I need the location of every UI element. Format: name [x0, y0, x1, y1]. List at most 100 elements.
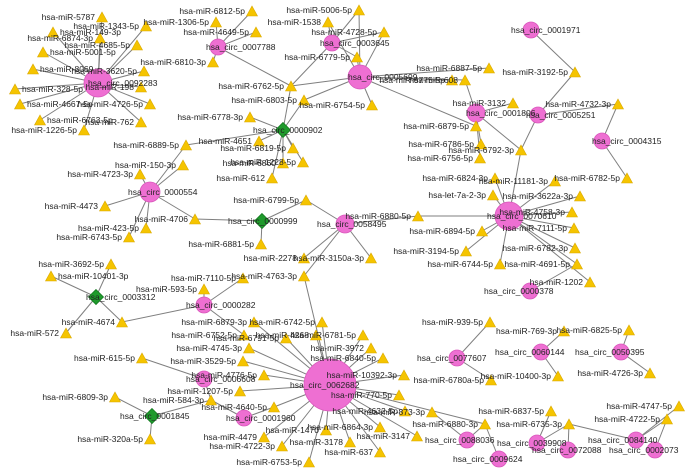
- mirna-node-m6879a[interactable]: [469, 120, 483, 132]
- mirna-node-m6894[interactable]: [475, 225, 489, 237]
- hub-circrna-node-h0999[interactable]: [253, 212, 271, 230]
- mirna-node-m6756[interactable]: [473, 152, 487, 164]
- mirna-node-m1228[interactable]: [296, 156, 310, 168]
- mirna-node-m6753[interactable]: [302, 456, 316, 468]
- mirna-node-m6874[interactable]: [93, 32, 107, 44]
- mirna-node-m1202[interactable]: [583, 276, 597, 288]
- mirna-node-m6810[interactable]: [206, 56, 220, 68]
- mirna-node-m6743[interactable]: [122, 231, 136, 243]
- circrna-node-c1971[interactable]: [522, 21, 540, 39]
- mirna-node-mlet7a[interactable]: [486, 189, 500, 201]
- mirna-node-m3178[interactable]: [343, 436, 357, 448]
- mirna-node-m1226[interactable]: [77, 124, 91, 136]
- mirna-node-m6799[interactable]: [299, 194, 313, 206]
- mirna-node-m769[interactable]: [557, 325, 571, 337]
- mirna-node-m4776[interactable]: [257, 369, 271, 381]
- mirna-node-m10392[interactable]: [397, 369, 411, 381]
- mirna-node-m423[interactable]: [139, 222, 153, 234]
- mirna-node-m6864[interactable]: [373, 421, 387, 433]
- mirna-node-m6819[interactable]: [286, 142, 300, 154]
- mirna-node-m328[interactable]: [8, 83, 22, 95]
- circrna-node-c3645[interactable]: [323, 34, 341, 52]
- mirna-node-m6824[interactable]: [488, 172, 502, 184]
- mirna-node-m4640[interactable]: [267, 401, 281, 413]
- circrna-node-c4140[interactable]: [627, 431, 645, 449]
- mirna-node-m7111[interactable]: [567, 222, 581, 234]
- mirna-node-m6881[interactable]: [254, 238, 268, 250]
- mirna-node-m1470[interactable]: [319, 424, 333, 436]
- mirna-node-m873[interactable]: [425, 406, 439, 418]
- circrna-node-c7788[interactable]: [209, 38, 227, 56]
- mirna-node-m10401[interactable]: [44, 270, 58, 282]
- circrna-node-c0554[interactable]: [139, 181, 161, 203]
- mirna-node-m4473[interactable]: [98, 200, 112, 212]
- mirna-node-m6763[interactable]: [33, 114, 47, 126]
- circrna-node-c9624[interactable]: [490, 450, 508, 468]
- mirna-node-m3620[interactable]: [137, 65, 151, 77]
- mirna-node-m6780[interactable]: [484, 374, 498, 386]
- mirna-node-m5001[interactable]: [36, 46, 50, 58]
- mirna-node-m615[interactable]: [135, 352, 149, 364]
- mirna-node-m584[interactable]: [204, 394, 218, 406]
- circrna-node-c2073[interactable]: [646, 441, 664, 459]
- circrna-node-c4315[interactable]: [593, 132, 611, 150]
- mirna-node-m770[interactable]: [392, 389, 406, 401]
- mirna-node-m6809[interactable]: [108, 391, 122, 403]
- mirna-node-m4268[interactable]: [309, 329, 323, 341]
- mirna-node-m6782a[interactable]: [620, 172, 634, 184]
- circrna-node-c9908[interactable]: [528, 434, 546, 452]
- mirna-node-m320[interactable]: [143, 433, 157, 445]
- circrna-node-c0378[interactable]: [521, 282, 539, 300]
- mirna-node-m3132[interactable]: [506, 97, 520, 109]
- mirna-node-m3194[interactable]: [459, 245, 473, 257]
- mirna-node-m3622[interactable]: [573, 190, 587, 202]
- mirna-node-m5006[interactable]: [352, 4, 366, 16]
- mirna-node-m6786[interactable]: [474, 138, 488, 150]
- circrna-node-c2682[interactable]: [303, 358, 357, 412]
- circrna-node-c0395[interactable]: [612, 343, 630, 361]
- mirna-node-m4745[interactable]: [242, 342, 256, 354]
- mirna-node-m572[interactable]: [59, 327, 73, 339]
- mirna-node-m4723[interactable]: [133, 168, 147, 180]
- mirna-node-m3972[interactable]: [364, 342, 378, 354]
- mirna-node-m4726b[interactable]: [643, 367, 657, 379]
- mirna-node-m7110[interactable]: [236, 272, 250, 284]
- mirna-node-m10400[interactable]: [551, 370, 565, 382]
- circrna-node-c8495[interactable]: [335, 214, 355, 234]
- mirna-node-m4479[interactable]: [257, 431, 271, 443]
- mirna-node-m4691[interactable]: [570, 258, 584, 270]
- circrna-node-c8036[interactable]: [458, 431, 476, 449]
- circrna-node-c7607[interactable]: [448, 349, 466, 367]
- circrna-node-c2283[interactable]: [83, 68, 113, 98]
- mirna-node-m4726[interactable]: [143, 98, 157, 110]
- mirna-node-m6744[interactable]: [493, 258, 507, 270]
- mirna-node-m6825[interactable]: [622, 324, 636, 336]
- mirna-node-m6792[interactable]: [514, 144, 528, 156]
- mirna-node-m6880a[interactable]: [411, 210, 425, 222]
- mirna-node-m939[interactable]: [483, 316, 497, 328]
- mirna-node-m4732[interactable]: [611, 98, 625, 110]
- mirna-node-m4667[interactable]: [13, 98, 27, 110]
- mirna-node-m3529[interactable]: [236, 355, 250, 367]
- mirna-node-m6889[interactable]: [179, 139, 193, 151]
- mirna-node-m5787[interactable]: [95, 11, 109, 23]
- mirna-node-m4649[interactable]: [249, 26, 263, 38]
- mirna-node-m6779[interactable]: [350, 51, 364, 63]
- mirna-node-m637[interactable]: [373, 446, 387, 458]
- mirna-node-m3192[interactable]: [568, 66, 582, 78]
- mirna-node-m6778[interactable]: [243, 111, 257, 123]
- mirna-node-m6752[interactable]: [237, 329, 251, 341]
- mirna-node-m4685[interactable]: [130, 39, 144, 51]
- circrna-node-c5251[interactable]: [529, 106, 547, 124]
- mirna-node-m150[interactable]: [176, 159, 190, 171]
- hub-circrna-node-h0902[interactable]: [274, 121, 292, 139]
- mirna-node-m6879b[interactable]: [247, 316, 261, 328]
- mirna-node-m6837[interactable]: [544, 405, 558, 417]
- mirna-node-m4632[interactable]: [398, 405, 412, 417]
- mirna-node-m3150[interactable]: [364, 252, 378, 264]
- hub-circrna-node-h3312[interactable]: [87, 288, 105, 306]
- mirna-node-m6762[interactable]: [284, 80, 298, 92]
- mirna-node-m4722b[interactable]: [275, 440, 289, 452]
- mirna-node-m6887[interactable]: [482, 62, 496, 74]
- mirna-node-m3692[interactable]: [104, 258, 118, 270]
